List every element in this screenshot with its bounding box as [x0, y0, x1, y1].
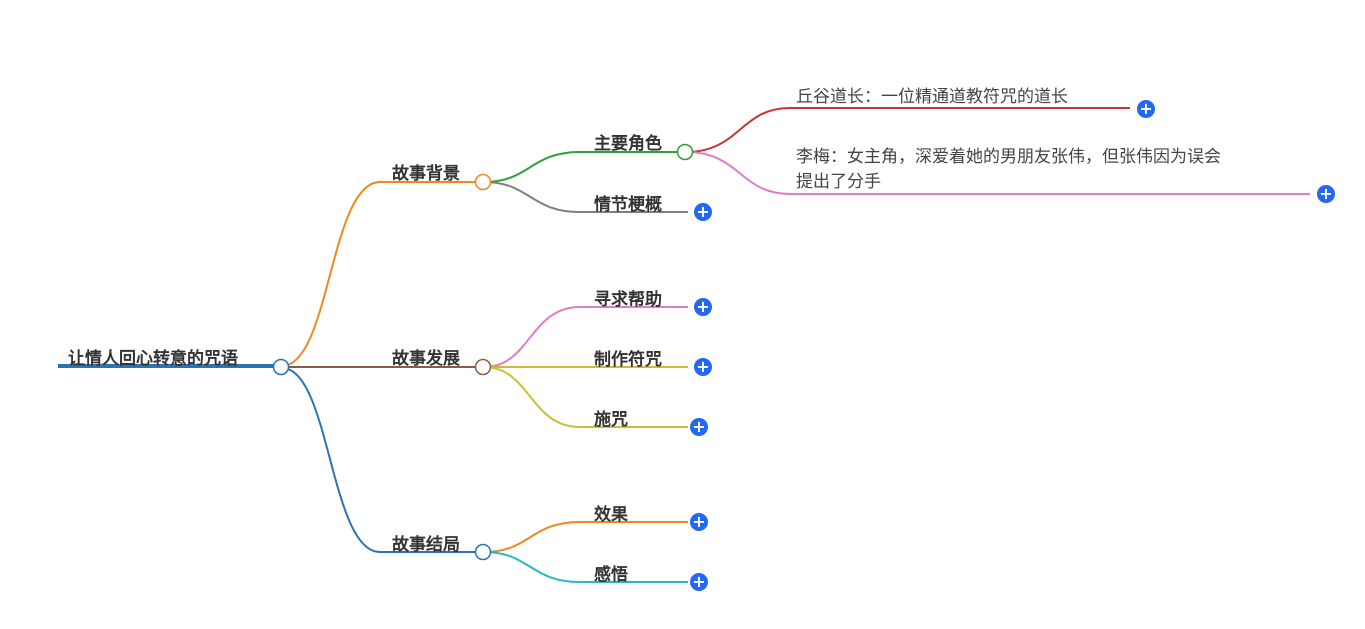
collapse-toggle-characters[interactable] — [676, 143, 694, 161]
root-node-label[interactable]: 让情人回心转意的咒语 — [68, 349, 238, 369]
edge-ending-insight — [483, 551, 688, 583]
node-main-characters[interactable]: 主要角色 — [594, 134, 662, 154]
node-insight[interactable]: 感悟 — [594, 565, 628, 585]
edge-development-cast — [483, 366, 688, 428]
node-li-mei-line2: 提出了分手 — [796, 172, 881, 192]
expand-effect-plus-icon[interactable]: + — [690, 513, 708, 531]
expand-insight-plus-icon[interactable]: + — [690, 573, 708, 591]
edge-development-help — [483, 306, 688, 368]
node-development[interactable]: 故事发展 — [392, 349, 460, 369]
node-background[interactable]: 故事背景 — [392, 164, 460, 184]
edge-root-ending — [281, 367, 482, 553]
node-li-mei[interactable]: 李梅：女主角，深爱着她的男朋友张伟，但张伟因为误会 提出了分手 — [796, 145, 1221, 195]
collapse-toggle-background[interactable] — [474, 173, 492, 191]
node-effect[interactable]: 效果 — [594, 505, 628, 525]
node-qiugu-daozhang[interactable]: 丘谷道长：一位精通道教符咒的道长 — [796, 87, 1068, 107]
collapse-toggle-ending[interactable] — [474, 543, 492, 561]
expand-limei-plus-icon[interactable]: + — [1317, 185, 1335, 203]
node-make-talisman[interactable]: 制作符咒 — [594, 350, 662, 370]
collapse-toggle-development[interactable] — [474, 358, 492, 376]
node-synopsis[interactable]: 情节梗概 — [594, 195, 662, 215]
expand-qiugu-plus-icon[interactable]: + — [1137, 100, 1155, 118]
node-li-mei-line1: 李梅：女主角，深爱着她的男朋友张伟，但张伟因为误会 — [796, 147, 1221, 167]
edge-characters-qiugu — [685, 107, 1130, 153]
edge-root-background — [281, 181, 482, 367]
edge-ending-effect — [483, 521, 688, 553]
expand-make-talisman-plus-icon[interactable]: + — [694, 358, 712, 376]
expand-cast-spell-plus-icon[interactable]: + — [690, 418, 708, 436]
expand-synopsis-plus-icon[interactable]: + — [694, 203, 712, 221]
collapse-toggle-root[interactable] — [272, 358, 290, 376]
expand-seek-help-plus-icon[interactable]: + — [694, 298, 712, 316]
node-cast-spell[interactable]: 施咒 — [594, 410, 628, 430]
edge-background-characters — [483, 151, 684, 183]
edge-characters-limei — [685, 151, 1310, 195]
edge-background-synopsis — [483, 181, 688, 213]
node-seek-help[interactable]: 寻求帮助 — [594, 290, 662, 310]
node-ending[interactable]: 故事结局 — [392, 535, 460, 555]
